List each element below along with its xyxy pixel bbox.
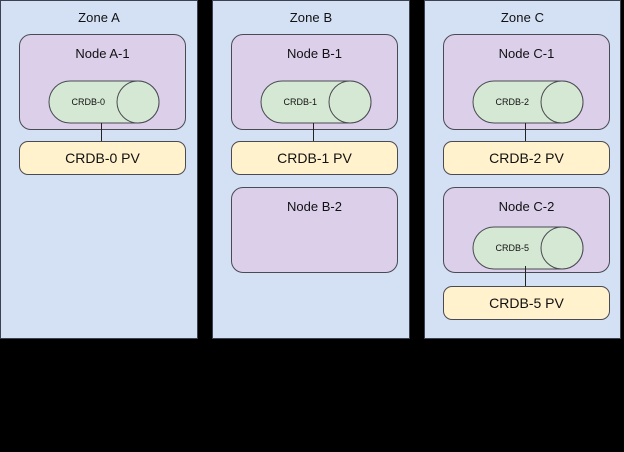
volume-crdb-5[interactable]: CRDB-5 xyxy=(472,226,584,270)
zone-b[interactable]: Zone B Node B-1 CRDB-1 CRDB-1 PV Node B-… xyxy=(212,0,410,339)
node-a-1[interactable]: Node A-1 CRDB-0 xyxy=(19,34,186,130)
cylinder-icon xyxy=(472,80,584,124)
connector-c-2 xyxy=(525,266,526,286)
connector-c-1 xyxy=(525,123,526,141)
node-b-2-label: Node B-2 xyxy=(287,199,342,214)
node-b-1-label: Node B-1 xyxy=(287,46,342,61)
pv-crdb-1[interactable]: CRDB-1 PV xyxy=(231,141,398,175)
cylinder-icon xyxy=(48,80,160,124)
connector-a-1 xyxy=(101,123,102,141)
connector-b-1 xyxy=(313,123,314,141)
cylinder-icon xyxy=(260,80,372,124)
node-c-1-label: Node C-1 xyxy=(498,46,555,61)
node-c-2[interactable]: Node C-2 CRDB-5 xyxy=(443,187,610,273)
volume-crdb-0[interactable]: CRDB-0 xyxy=(48,80,160,124)
zone-c-label: Zone C xyxy=(500,10,545,25)
zone-b-label: Zone B xyxy=(289,10,333,25)
zone-a[interactable]: Zone A Node A-1 CRDB-0 CRDB-0 PV xyxy=(0,0,198,339)
zone-c[interactable]: Zone C Node C-1 CRDB-2 CRDB-2 PV Node C-… xyxy=(424,0,621,339)
node-b-1[interactable]: Node B-1 CRDB-1 xyxy=(231,34,398,130)
node-c-1[interactable]: Node C-1 CRDB-2 xyxy=(443,34,610,130)
pv-crdb-5[interactable]: CRDB-5 PV xyxy=(443,286,610,320)
node-b-2[interactable]: Node B-2 xyxy=(231,187,398,273)
cylinder-icon xyxy=(472,226,584,270)
node-a-1-label: Node A-1 xyxy=(75,46,130,61)
zone-a-label: Zone A xyxy=(78,10,120,25)
node-c-2-label: Node C-2 xyxy=(498,199,555,214)
volume-crdb-1[interactable]: CRDB-1 xyxy=(260,80,372,124)
pv-crdb-0[interactable]: CRDB-0 PV xyxy=(19,141,186,175)
volume-crdb-2[interactable]: CRDB-2 xyxy=(472,80,584,124)
pv-crdb-2[interactable]: CRDB-2 PV xyxy=(443,141,610,175)
